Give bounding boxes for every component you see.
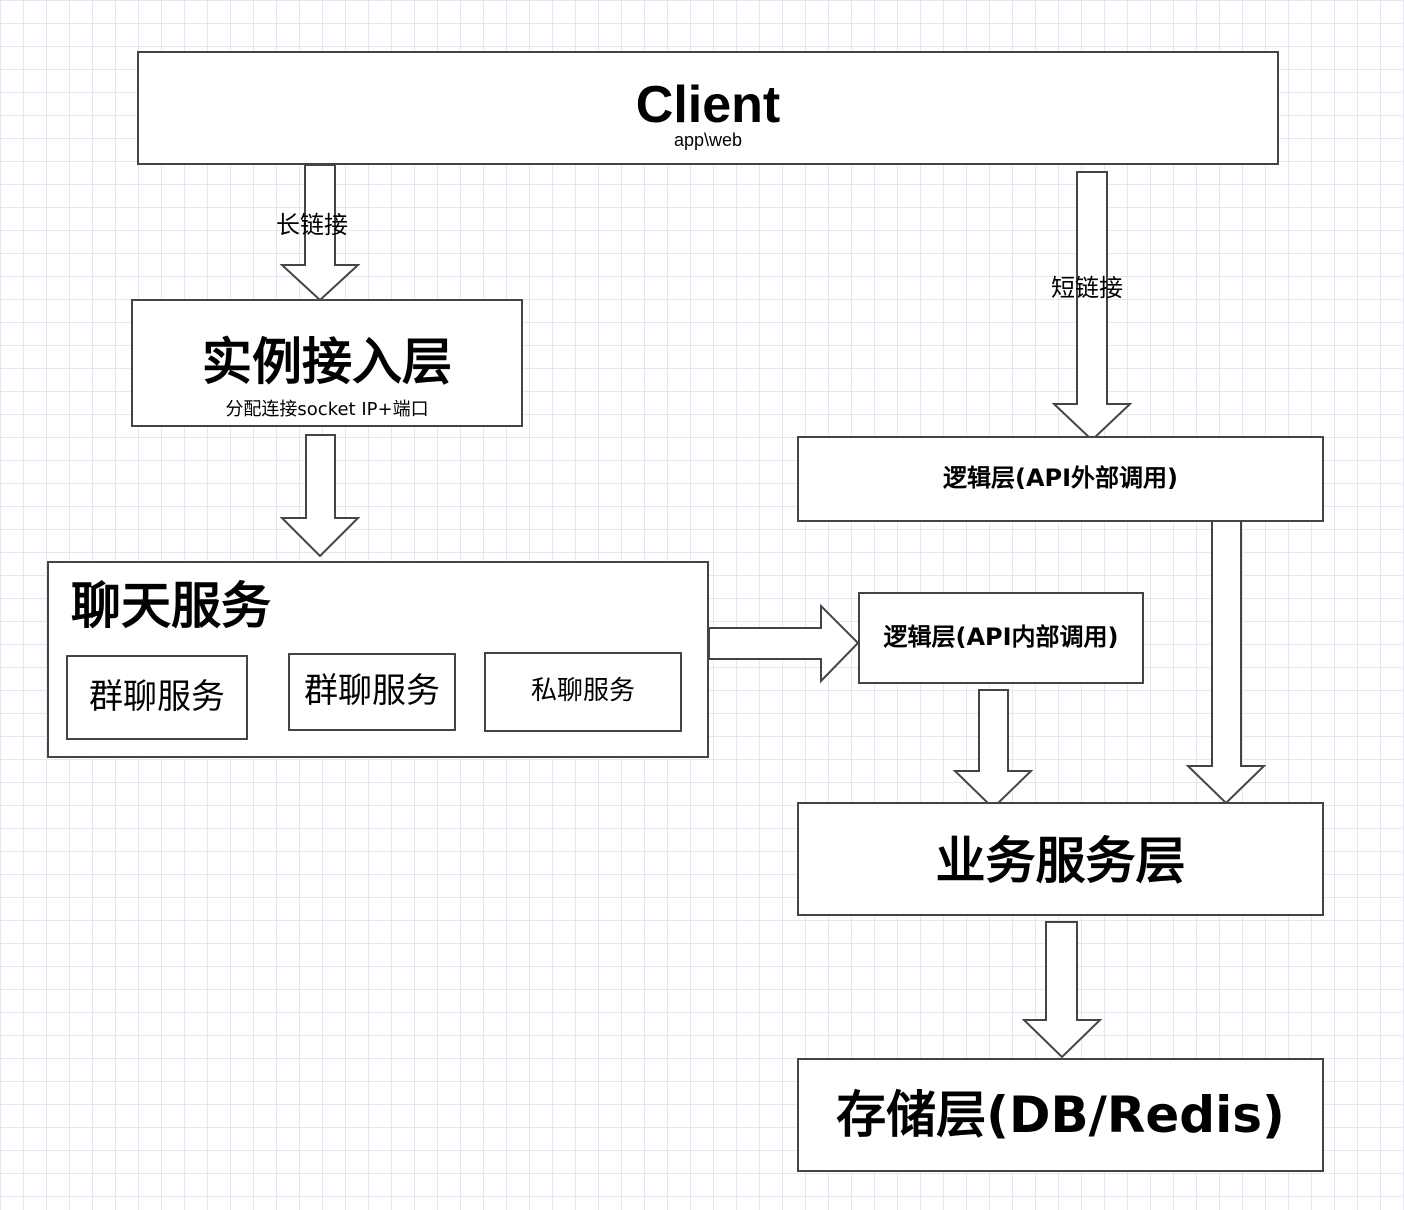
logic-external-node: 逻辑层(API外部调用): [797, 436, 1324, 522]
access-layer-node: 实例接入层 分配连接socket IP+端口: [131, 299, 523, 427]
chat-service-item: 私聊服务: [484, 652, 682, 732]
access-layer-title: 实例接入层: [202, 333, 452, 391]
business-layer-title: 业务服务层: [935, 832, 1186, 890]
arrow-access-to-chat: [279, 434, 361, 558]
chat-service-item-label: 群聊服务: [89, 677, 225, 717]
client-title: Client: [635, 76, 781, 134]
arrow-chat-to-logic-internal: [708, 603, 860, 684]
edge-label-short-link: 短链接: [1051, 274, 1123, 302]
business-layer-node: 业务服务层: [797, 802, 1324, 916]
client-subtitle: app\web: [673, 130, 743, 150]
logic-internal-title: 逻辑层(API内部调用): [883, 623, 1119, 651]
arrow-client-to-logic-external: [1051, 171, 1133, 442]
edge-label-long-link: 长链接: [276, 211, 348, 239]
storage-layer-title: 存储层(DB/Redis): [836, 1086, 1285, 1144]
access-layer-subtitle: 分配连接socket IP+端口: [225, 399, 429, 420]
client-node: Client app\web: [137, 51, 1279, 165]
arrow-business-to-storage: [1021, 921, 1103, 1059]
chat-service-node: 聊天服务 群聊服务 群聊服务 私聊服务: [47, 561, 709, 758]
chat-service-item-label: 私聊服务: [530, 676, 635, 706]
arrow-logic-external-to-business: [1185, 517, 1267, 805]
chat-service-item: 群聊服务: [66, 655, 248, 740]
storage-layer-node: 存储层(DB/Redis): [797, 1058, 1324, 1172]
chat-service-item-label: 群聊服务: [304, 671, 440, 711]
logic-internal-node: 逻辑层(API内部调用): [858, 592, 1144, 684]
arrow-client-to-access: [279, 164, 361, 302]
chat-service-item: 群聊服务: [288, 653, 456, 731]
arrow-logic-internal-to-business: [952, 689, 1034, 810]
logic-external-title: 逻辑层(API外部调用): [942, 464, 1179, 492]
chat-service-title: 聊天服务: [71, 577, 271, 635]
